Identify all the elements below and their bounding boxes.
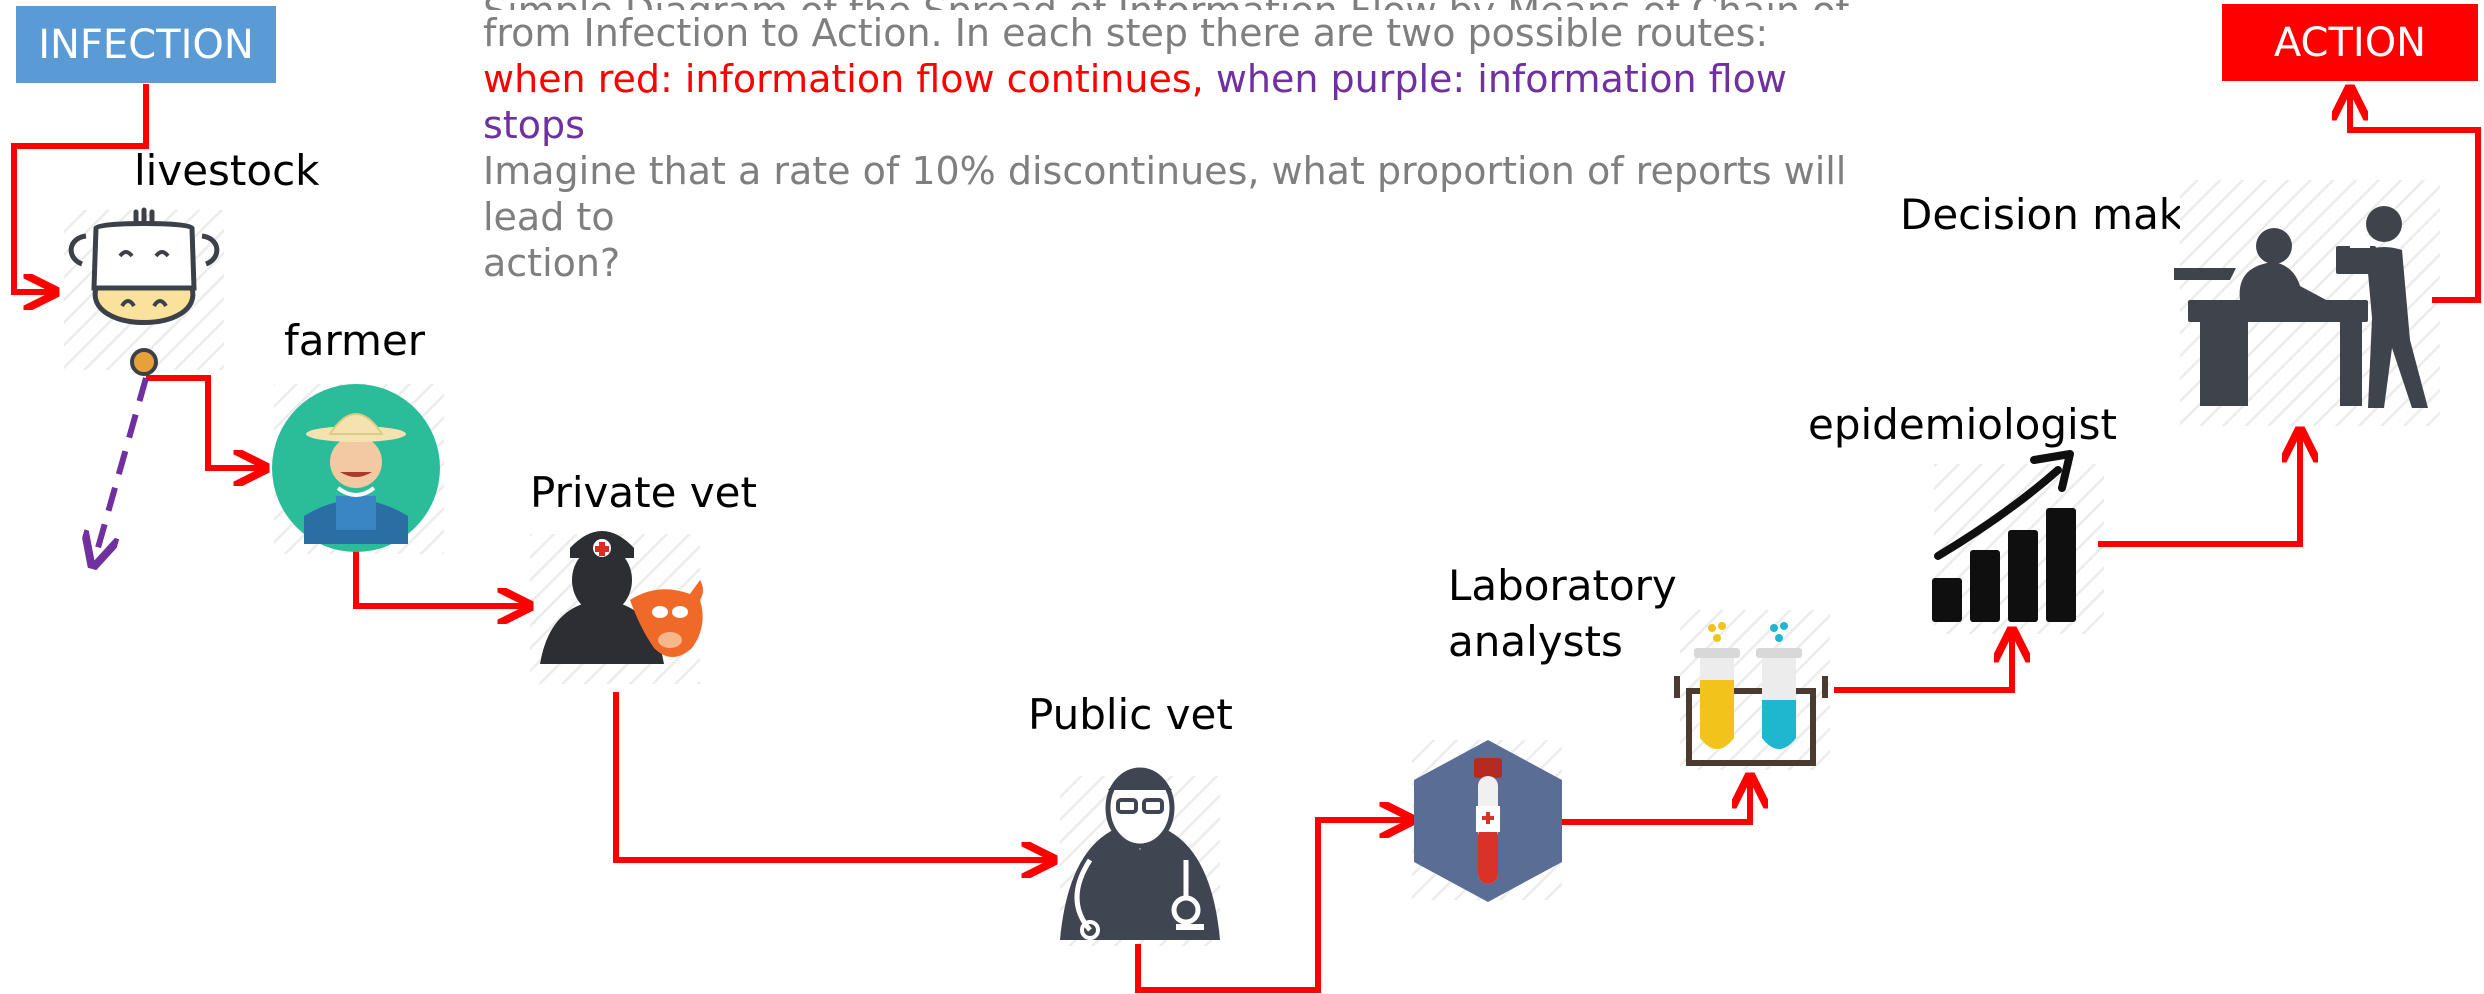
arrow-laboratory-to-epidemiologist	[1834, 630, 2012, 693]
label-farmer: farmer	[284, 316, 426, 365]
test-tubes-icon	[1674, 622, 1828, 766]
label-laboratory: Laboratory analysts	[1448, 558, 1677, 670]
arrow-private-vet-to-public-vet	[613, 692, 1054, 860]
farmer-icon	[272, 384, 440, 552]
action-box: ACTION	[2222, 4, 2478, 81]
label-decision-maker: Decision maker	[1900, 190, 2225, 239]
decision-maker-icon	[2174, 206, 2428, 408]
arrow-epidemiologist-to-decision	[2098, 430, 2300, 547]
arrow-livestock-to-farmer	[146, 375, 266, 468]
intro-line-3: Imagine that a rate of 10% discontinues,…	[483, 149, 1847, 239]
growth-chart-icon	[1932, 450, 2076, 622]
label-laboratory-line1: Laboratory	[1448, 561, 1677, 610]
infection-label: INFECTION	[38, 21, 254, 68]
intro-line-0: Simple Diagram of the Spread of Informat…	[483, 0, 1863, 10]
intro-line-4: action?	[483, 241, 621, 285]
arrow-decision-to-action	[2350, 88, 2481, 303]
label-livestock: livestock	[134, 146, 320, 195]
intro-line-1: from Infection to Action. In each step t…	[483, 11, 1769, 55]
intro-line-2: when red: information flow continues, wh…	[483, 56, 1863, 148]
blood-sample-icon	[1414, 740, 1562, 902]
stop-legend: when purple: information flow stops	[483, 57, 1787, 147]
arrow-sample-to-laboratory	[1562, 776, 1750, 825]
arrow-farmer-to-private-vet	[353, 548, 530, 606]
arrow-public-vet-to-sample	[1135, 820, 1412, 993]
infection-box: INFECTION	[16, 6, 276, 83]
label-epidemiologist: epidemiologist	[1808, 400, 2117, 449]
label-laboratory-line2: analysts	[1448, 617, 1623, 666]
private-vet-icon	[540, 531, 703, 664]
label-public-vet: Public vet	[1028, 690, 1233, 739]
arrow-stop	[94, 377, 149, 562]
public-vet-icon	[1060, 767, 1220, 940]
action-label: ACTION	[2273, 19, 2427, 66]
continue-legend: when red: information flow continues,	[483, 57, 1204, 101]
arrow-infection-to-livestock	[11, 84, 149, 292]
label-private-vet: Private vet	[530, 468, 757, 517]
cow-icon	[68, 207, 220, 376]
intro-text: Simple Diagram of the Spread of Informat…	[483, 0, 1863, 286]
